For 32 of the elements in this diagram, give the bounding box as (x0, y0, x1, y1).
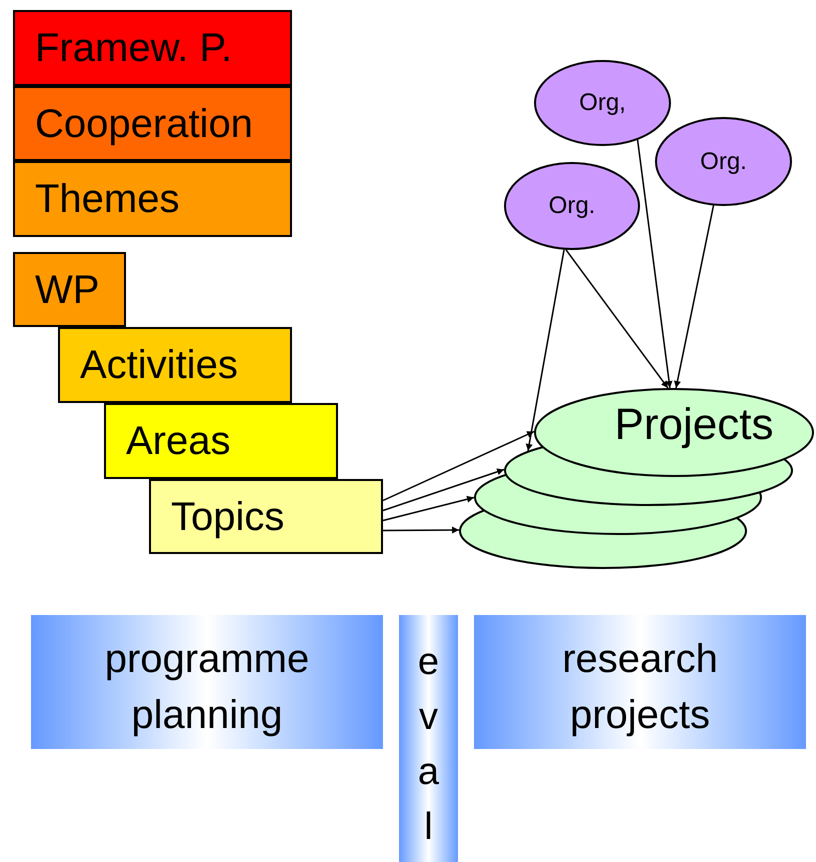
level-box (104, 403, 338, 479)
level-label: Activities (80, 345, 238, 385)
level-box (58, 327, 292, 403)
arrow (565, 249, 669, 388)
level-label: Areas (126, 421, 230, 461)
level-label: Themes (35, 179, 180, 219)
phase-label: research projects (561, 636, 719, 739)
arrow (526, 250, 565, 452)
level-box (13, 252, 126, 327)
arrow (636, 140, 673, 388)
level-label: Topics (171, 496, 284, 536)
phase-band (31, 615, 383, 749)
phase-label: programme planning (104, 636, 310, 739)
level-label: Framew. P. (35, 28, 232, 68)
organisation-label: Org. (700, 150, 747, 174)
arrow (674, 205, 714, 388)
level-label: Cooperation (35, 104, 253, 144)
level-box (13, 161, 292, 237)
level-box (13, 86, 292, 161)
phase-label: eval (417, 640, 440, 850)
phase-band (399, 615, 458, 862)
project-label: Projects (614, 402, 774, 446)
arrow (383, 526, 460, 534)
arrow (382, 496, 474, 522)
level-box (13, 10, 292, 86)
arrow (382, 468, 504, 512)
level-label: WP (35, 270, 100, 310)
organisation-label: Org, (579, 91, 626, 115)
phase-band (474, 615, 806, 749)
level-box (149, 479, 383, 554)
organisation-label: Org. (548, 194, 596, 218)
arrow (382, 430, 534, 502)
